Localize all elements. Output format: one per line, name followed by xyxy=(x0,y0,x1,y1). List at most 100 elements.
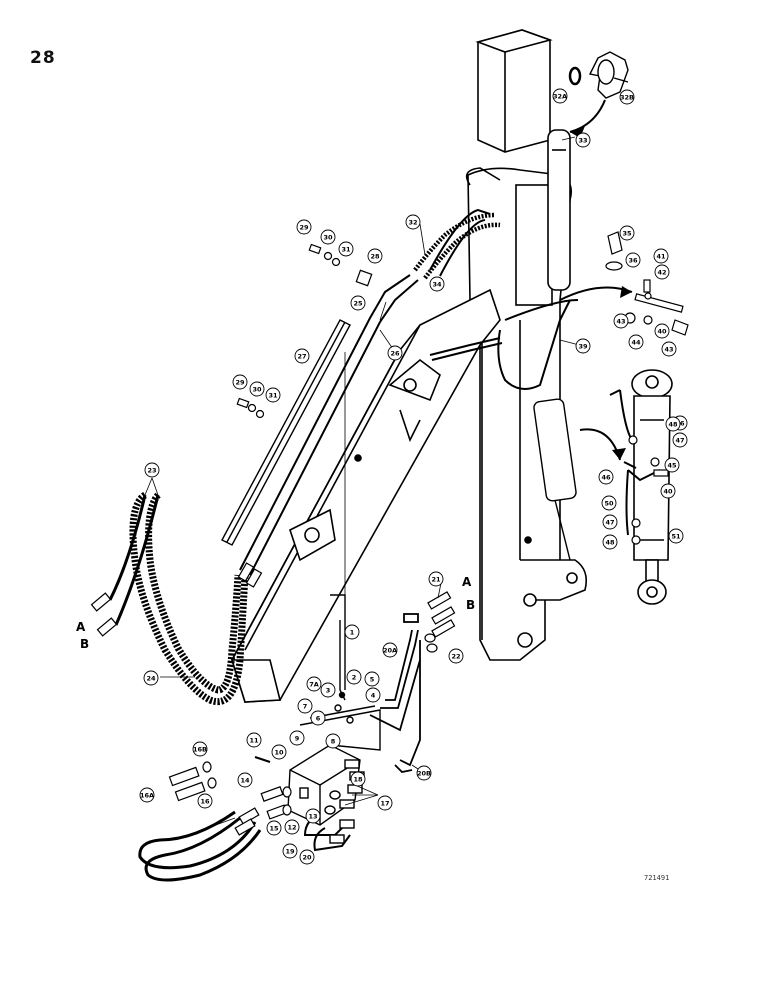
arrow-32 xyxy=(569,99,606,133)
callout-label: 43 xyxy=(616,317,625,325)
callout-label: 4 xyxy=(371,691,376,699)
callout-c43b: 43 xyxy=(661,341,677,357)
callout-bubble xyxy=(299,849,315,865)
callout-c2: 2 xyxy=(346,669,362,685)
callout-label: 44 xyxy=(631,338,641,346)
callout-bubble xyxy=(602,534,618,550)
callout-label: 7 xyxy=(303,702,308,710)
callout-label: 21 xyxy=(431,575,441,583)
callout-bubble xyxy=(660,483,676,499)
callout-bubble xyxy=(320,682,336,698)
callout-bubble xyxy=(625,252,641,268)
callout-c15: 15 xyxy=(266,820,282,836)
callout-label: 42 xyxy=(657,268,666,276)
callout-label: 8 xyxy=(331,737,336,745)
callout-label: 47 xyxy=(675,436,684,444)
callout-bubble xyxy=(575,132,591,148)
callout-c3: 3 xyxy=(320,682,336,698)
callout-label: 20 xyxy=(302,853,312,861)
callout-c40a: 40 xyxy=(660,483,676,499)
strip-27 xyxy=(221,319,351,546)
callout-c21: 21 xyxy=(428,571,444,587)
callout-label: 39 xyxy=(578,342,588,350)
tubes-20a-20b xyxy=(369,613,421,773)
callout-bubble xyxy=(344,624,360,640)
callout-label: 12 xyxy=(287,823,296,831)
callout-bubble xyxy=(653,248,669,264)
callout-c31a: 31 xyxy=(338,241,354,257)
cylinder-fittings xyxy=(628,435,669,545)
callout-c35: 35 xyxy=(619,225,635,241)
callout-c48b: 48 xyxy=(665,416,681,432)
callout-bubble xyxy=(284,819,300,835)
callout-bubble xyxy=(613,313,629,329)
callout-bubble xyxy=(448,648,464,664)
callout-bubble xyxy=(602,514,618,530)
callout-bubble xyxy=(672,432,688,448)
callout-bubble xyxy=(664,457,680,473)
callout-label: 16B xyxy=(193,745,207,753)
callout-label: 25 xyxy=(353,299,363,307)
port-label-a-right: A xyxy=(462,575,472,589)
callout-label: 48 xyxy=(668,420,678,428)
callout-label: 47 xyxy=(605,518,614,526)
callout-bubble xyxy=(325,733,341,749)
callout-bubble xyxy=(429,276,445,292)
callout-bubble xyxy=(575,338,591,354)
callout-label: 13 xyxy=(308,812,317,820)
callout-bubble xyxy=(139,787,155,803)
callout-label: 7A xyxy=(309,680,319,688)
callout-bubble xyxy=(266,820,282,836)
callout-label: 5 xyxy=(370,675,375,683)
callout-c43a: 43 xyxy=(613,313,629,329)
callout-c7a: 7A xyxy=(306,676,322,692)
callout-bubble xyxy=(628,334,644,350)
callout-bubble xyxy=(237,772,253,788)
hydraulic-tubes xyxy=(239,208,579,576)
callout-c9: 9 xyxy=(289,730,305,746)
callout-c5: 5 xyxy=(364,671,380,687)
callout-c10: 10 xyxy=(271,744,287,760)
callout-label: 1 xyxy=(350,628,355,636)
callout-label: 48 xyxy=(605,538,615,546)
callout-label: 41 xyxy=(656,252,666,260)
callout-label: 26 xyxy=(390,349,400,357)
callout-c4: 4 xyxy=(365,687,381,703)
callout-c14: 14 xyxy=(237,772,253,788)
callout-label: 17 xyxy=(380,799,389,807)
callout-c17: 17 xyxy=(377,795,393,811)
callout-bubble xyxy=(192,741,208,757)
port-label-b: B xyxy=(80,637,89,651)
callout-bubble xyxy=(668,528,684,544)
callout-c32b: 32B xyxy=(619,89,635,105)
port-label-a: A xyxy=(76,620,86,634)
callout-bubble xyxy=(282,843,298,859)
callout-label: 14 xyxy=(240,776,250,784)
control-valve xyxy=(287,594,381,852)
callout-c50: 50 xyxy=(601,495,617,511)
callout-bubble xyxy=(310,710,326,726)
callout-label: 46 xyxy=(601,473,611,481)
hose-tails xyxy=(108,494,160,626)
callout-c42: 42 xyxy=(654,264,670,280)
callout-bubble xyxy=(294,348,310,364)
port-label-b-right: B xyxy=(466,598,475,612)
callout-bubble xyxy=(619,225,635,241)
callout-bubble xyxy=(246,732,262,748)
callout-label: 20A xyxy=(383,646,397,654)
callout-label: 20B xyxy=(417,769,431,777)
callout-c33: 33 xyxy=(575,132,591,148)
hoses-16 xyxy=(138,810,262,882)
callout-label: 9 xyxy=(295,734,300,742)
callout-label: 24 xyxy=(146,674,156,682)
callout-label: 50 xyxy=(604,499,614,507)
swing-column xyxy=(465,29,588,661)
callout-label: 16A xyxy=(140,791,154,799)
arrow-cylinder xyxy=(579,428,621,461)
callout-c18: 18 xyxy=(350,771,366,787)
callout-c29b: 29 xyxy=(232,374,248,390)
callout-label: 22 xyxy=(451,652,460,660)
callout-label: 40 xyxy=(663,487,673,495)
callout-label: 32 xyxy=(408,218,417,226)
callout-label: 15 xyxy=(269,824,279,832)
